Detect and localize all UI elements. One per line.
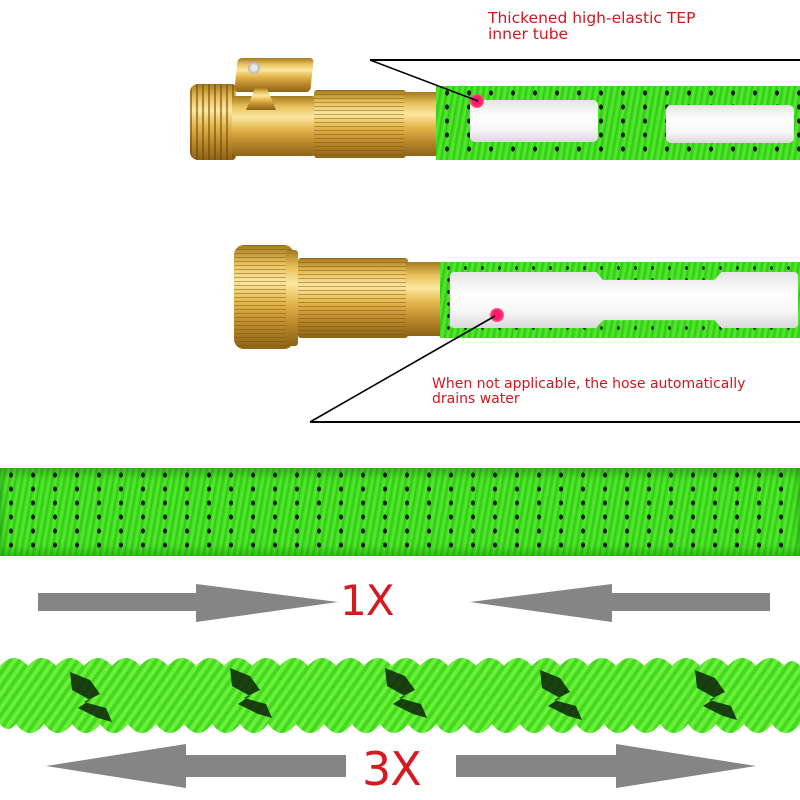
callout-lines-top [369,59,800,102]
hose-compressed [0,468,800,556]
knurled-sleeve [298,258,408,338]
valve-screw-icon [248,62,260,74]
callout-bottom-line1: When not applicable, the hose automatica… [432,376,746,392]
inner-tube-window-middle [450,272,798,328]
hose-stretched [0,658,800,733]
arrow-left-icon [470,584,770,622]
ferrule [404,92,440,156]
inner-tube-window-2 [666,105,794,143]
hose-cutaway-top [436,86,800,160]
arrow-right-icon [456,744,756,788]
female-nut [234,245,294,349]
inner-tube-window-1 [470,100,598,142]
callout-lines-bottom [309,315,800,423]
callout-top-line2: inner tube [488,25,569,43]
arrow-right-icon [38,584,338,622]
callout-top-text: Thickened high-elastic TEP inner tube [488,10,695,42]
callout-bottom-line2: drains water [432,391,520,407]
arrow-left-icon [46,744,346,788]
scale-label-3x: 3X [362,742,422,796]
callout-top-line1: Thickened high-elastic TEP [488,9,696,27]
hose-cutaway-middle [440,262,800,338]
scale-label-1x: 1X [340,576,394,625]
callout-bottom-text: When not applicable, the hose automatica… [432,377,745,407]
marker-dot-middle [490,308,504,322]
nut-rim [286,250,298,346]
knurled-coupling [314,90,406,158]
ferrule-middle [406,262,442,336]
valve-stem [246,88,276,110]
male-thread [190,84,236,160]
